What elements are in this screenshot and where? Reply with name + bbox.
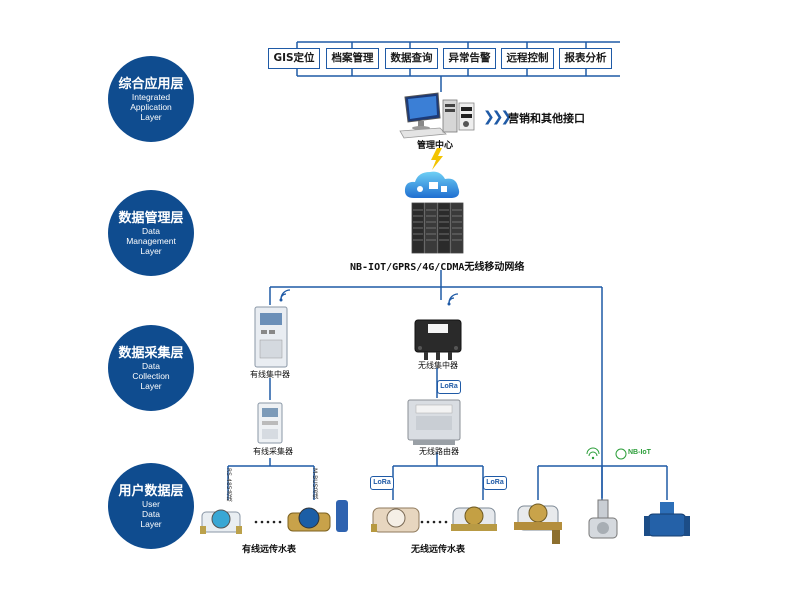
layer-title: 数据采集层 xyxy=(118,345,184,361)
water-meter-icon xyxy=(451,506,497,531)
arrows-icon: ❯❯❯ xyxy=(483,109,512,125)
network-label: NB-IOT/GPRS/4G/CDMA无线移动网络 xyxy=(350,262,525,273)
wireless-router-label: 无线路由器 xyxy=(419,447,459,456)
function-archive: 档案管理 xyxy=(326,48,379,69)
layer-data-collection: 数据采集层 Data Collection Layer xyxy=(108,325,194,411)
layer-subtitle: Collection xyxy=(132,370,170,381)
wired-meters-label: 有线远传水表 xyxy=(242,545,297,555)
layer-data-management: 数据管理层 Data Management Layer xyxy=(108,190,194,276)
wireless-concentrator-label: 无线集中器 xyxy=(418,361,458,370)
layer-subtitle: User xyxy=(142,498,160,509)
layer-integrated-application: 综合应用层 Integrated Application Layer xyxy=(108,56,194,142)
water-meter-icon xyxy=(371,507,420,533)
layer-subtitle: Layer xyxy=(140,245,162,256)
lora-badge: LoRa xyxy=(437,380,461,394)
function-remote-control: 远程控制 xyxy=(501,48,554,69)
function-query: 数据查询 xyxy=(385,48,438,69)
layer-title: 数据管理层 xyxy=(118,210,184,226)
nbiot-badge: NB-IoT xyxy=(628,449,651,456)
layer-subtitle: Data xyxy=(142,360,160,371)
lora-badge: LoRa xyxy=(483,476,507,490)
interface-label: 营销和其他接口 xyxy=(508,112,585,125)
layer-title: 用户数据层 xyxy=(118,483,184,499)
mbus-label: M-BUS总线 xyxy=(311,468,318,500)
water-meter-icon xyxy=(514,503,562,544)
rs485-label: RS-485总线 xyxy=(225,468,232,502)
layer-subtitle: Application xyxy=(130,101,172,112)
layer-subtitle: Layer xyxy=(140,380,162,391)
layer-subtitle: Management xyxy=(126,235,176,246)
layer-subtitle: Integrated xyxy=(131,91,171,102)
layer-title: 综合应用层 xyxy=(118,76,184,92)
layer-subtitle: Data xyxy=(142,225,160,236)
water-meter-icon xyxy=(200,509,242,534)
water-meter-icon xyxy=(644,502,690,537)
center-label: 管理中心 xyxy=(417,141,454,151)
layer-subtitle: Layer xyxy=(140,111,162,122)
lora-badge: LoRa xyxy=(370,476,394,490)
layer-user-data: 用户数据层 User Data Layer xyxy=(108,463,194,549)
function-alarm: 异常告警 xyxy=(443,48,496,69)
function-gis: GIS定位 xyxy=(268,48,320,69)
layer-subtitle: Layer xyxy=(140,518,162,529)
layer-subtitle: Data xyxy=(142,508,160,519)
flow-meter-icon xyxy=(588,499,618,539)
water-meter-icon xyxy=(287,500,348,532)
wireless-meters-label: 无线远传水表 xyxy=(411,545,466,555)
wired-concentrator-label: 有线集中器 xyxy=(250,370,290,379)
wired-collector-label: 有线采集器 xyxy=(253,447,293,456)
function-report: 报表分析 xyxy=(559,48,612,69)
